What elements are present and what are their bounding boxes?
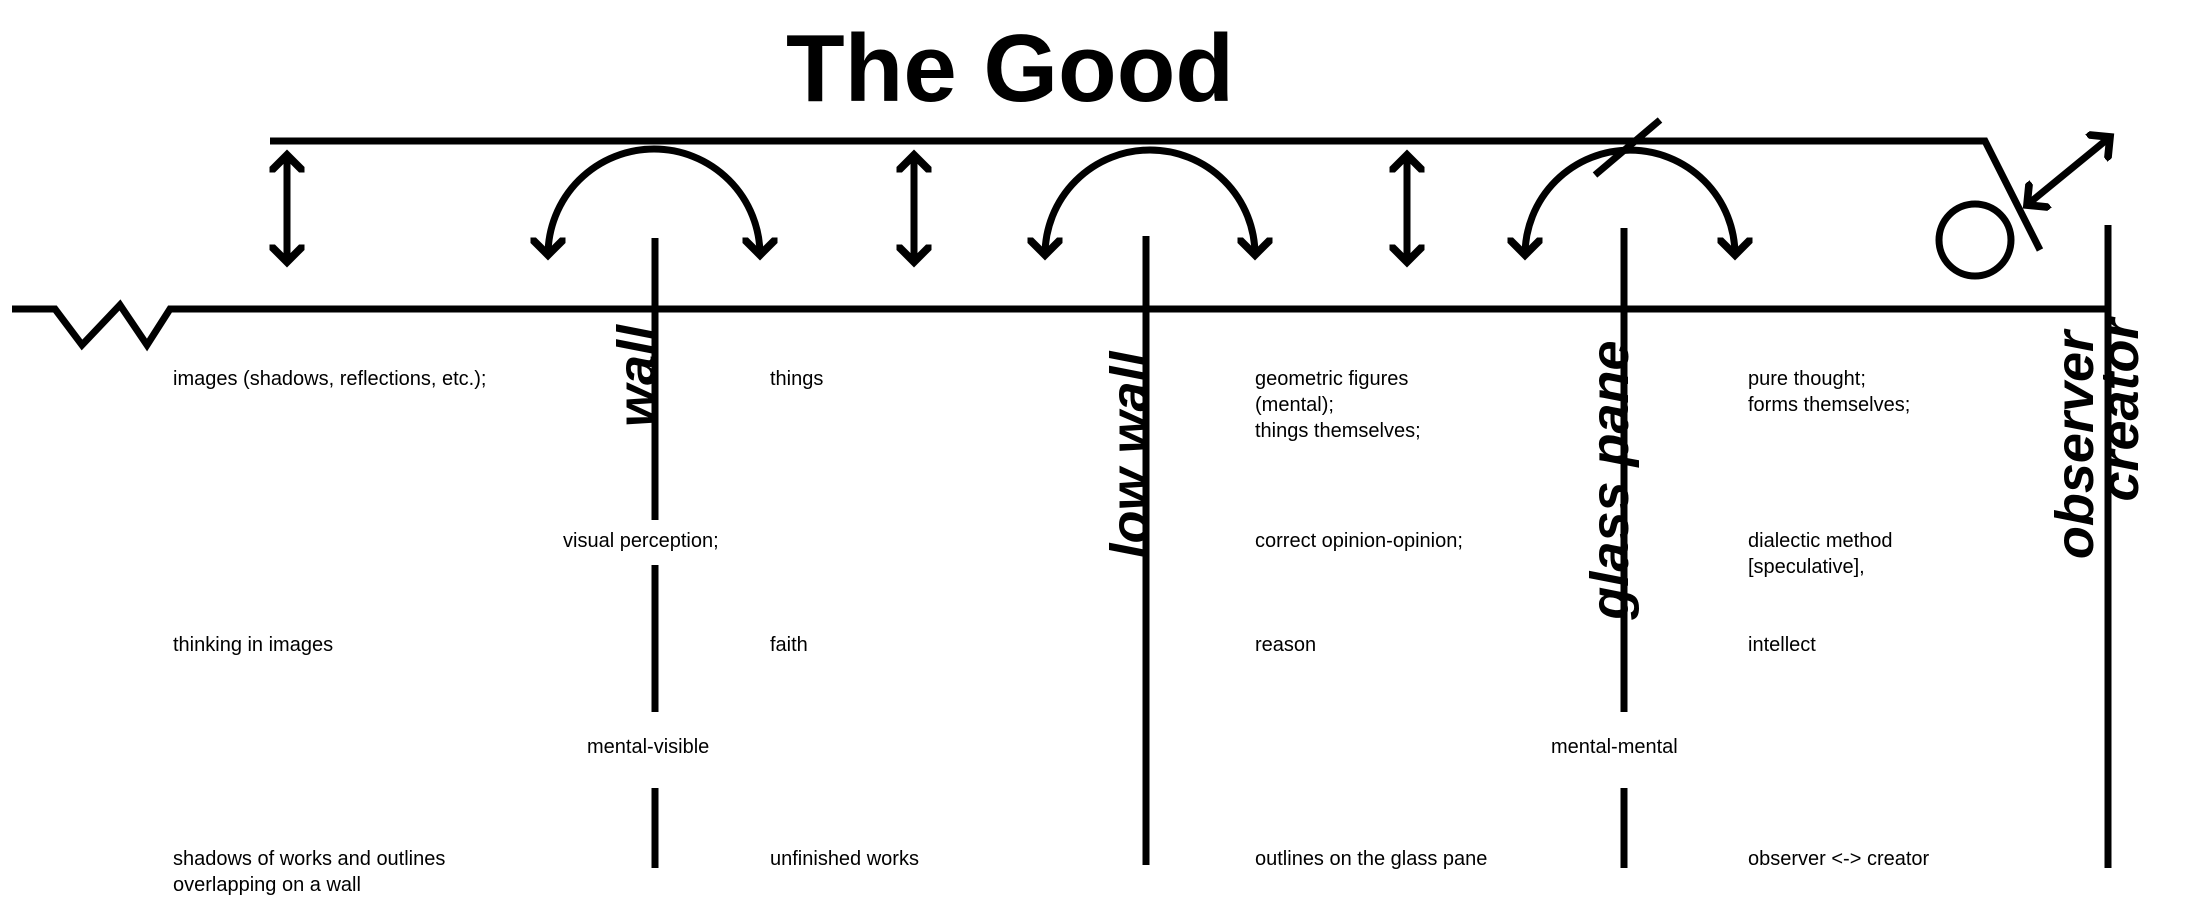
col3-objects: geometric figures (mental); things thems…	[1255, 368, 1421, 442]
observer-circle	[1935, 200, 2015, 280]
label-creator: creator	[2090, 318, 2150, 502]
col2-art: unfinished works	[770, 848, 919, 870]
label-glass-pane: glass pane	[1580, 340, 1640, 620]
diagram-title: The Good	[786, 15, 1234, 122]
label-low-wall: low wall	[1100, 351, 1160, 559]
between-perception-1-2: visual perception;	[563, 530, 719, 552]
arc-low-wall	[1045, 146, 1255, 255]
col3-cognition: reason	[1255, 634, 1317, 656]
col1-art: shadows of works and outlines overlappin…	[173, 848, 446, 896]
col4-objects: pure thought; forms themselves;	[1748, 368, 1911, 416]
observer-double-arrow	[2027, 137, 2110, 205]
between-method-3-4: dialectic method [speculative],	[1748, 530, 1893, 578]
between-mental-1-2: mental-visible	[587, 736, 710, 758]
col1-objects: images (shadows, reflections, etc.);	[173, 368, 487, 390]
col2-objects: things	[770, 368, 824, 390]
col3-art: outlines on the glass pane	[1255, 848, 1488, 870]
label-wall: wall	[607, 324, 667, 428]
col4-cognition: intellect	[1748, 634, 1816, 656]
bottom-line	[12, 299, 2105, 352]
between-perception-3-4: correct opinion-opinion;	[1255, 530, 1463, 552]
top-line	[270, 137, 2044, 252]
col2-cognition: faith	[770, 634, 808, 656]
arc-glass-pane	[1525, 146, 1735, 255]
arc-wall	[548, 145, 760, 255]
col1-cognition: thinking in images	[173, 634, 334, 656]
col4-art: observer <-> creator	[1748, 848, 1930, 870]
between-mental-3-4: mental-mental	[1551, 736, 1678, 758]
